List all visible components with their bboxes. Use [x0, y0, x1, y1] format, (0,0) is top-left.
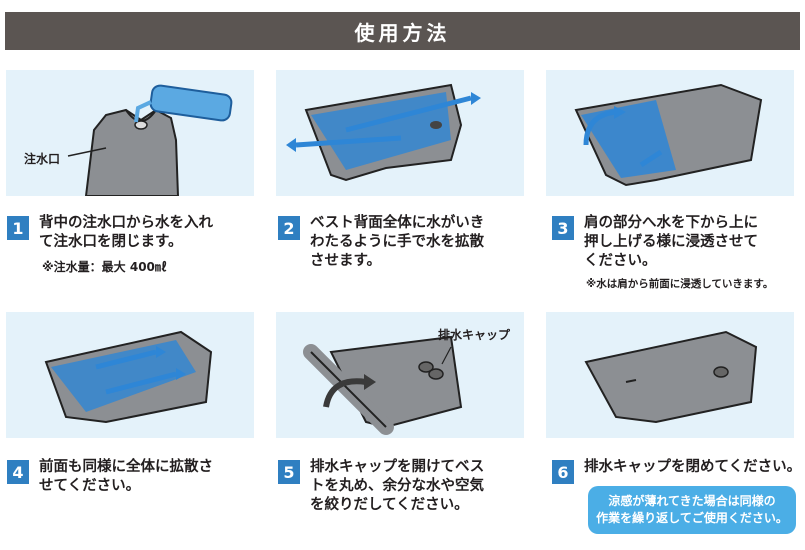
- step-number: 3: [552, 216, 574, 240]
- step-text: 肩の部分へ水を下から上に 押し上げる様に浸透させて ください。: [584, 215, 758, 269]
- step-3: 3 肩の部分へ水を下から上に 押し上げる様に浸透させて ください。: [552, 214, 758, 271]
- inlet-label: 注水口: [24, 152, 61, 166]
- step-number: 6: [552, 460, 574, 484]
- callout-note: 涼感が薄れてきた場合は同様の 作業を繰り返してご使用ください。: [588, 486, 796, 534]
- drain-cap-label: 排水キャップ: [438, 328, 511, 342]
- illustration-step-5: [276, 312, 524, 438]
- step-5: 5 排水キャップを開けてベス トを丸め、余分な水や空気 を絞りだしてください。: [278, 458, 484, 515]
- illustration-step-1: [6, 70, 254, 196]
- illustration-step-3: [546, 70, 794, 196]
- step-text: 前面も同様に全体に拡散さ せてください。: [39, 459, 213, 494]
- page-title: 使用方法: [5, 12, 800, 50]
- step-text: 排水キャップを開けてベス トを丸め、余分な水や空気 を絞りだしてください。: [310, 459, 485, 513]
- step-number: 5: [278, 460, 300, 484]
- illustration-step-4: [6, 312, 254, 438]
- illustration-step-6: [546, 312, 794, 438]
- step-text: ベスト背面全体に水がいき わたるように手で水を拡散 させます。: [310, 215, 485, 269]
- step-2: 2 ベスト背面全体に水がいき わたるように手で水を拡散 させます。: [278, 214, 484, 271]
- step-text: 背中の注水口から水を入れ て注水口を閉じます。: [39, 215, 213, 250]
- step-number: 4: [7, 460, 29, 484]
- step-number: 2: [278, 216, 300, 240]
- step-6: 6 排水キャップを閉めてください。: [552, 458, 801, 484]
- step-number: 1: [7, 216, 29, 240]
- step-note: ※注水量：最大 400㎖: [42, 260, 167, 274]
- step-1: 1 背中の注水口から水を入れ て注水口を閉じます。: [7, 214, 213, 252]
- illustration-step-2: [276, 70, 524, 196]
- step-note: ※水は肩から前面に浸透していきます。: [586, 278, 774, 290]
- step-text: 排水キャップを閉めてください。: [584, 459, 802, 475]
- step-4: 4 前面も同様に全体に拡散さ せてください。: [7, 458, 213, 496]
